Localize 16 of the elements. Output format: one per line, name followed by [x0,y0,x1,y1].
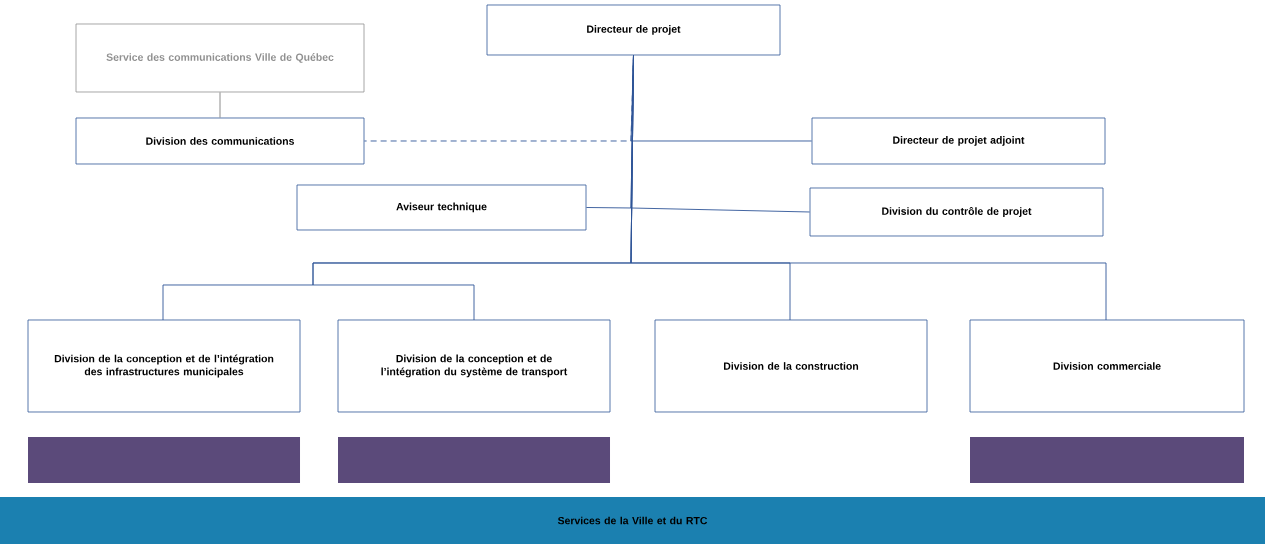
org-box: Division de la conception et de l’intégration des infrastructures municipales [27,319,301,413]
org-box: Division du contrôle de projet [809,187,1104,237]
org-box: Division de la construction [654,319,928,413]
bar [28,437,300,483]
connector [219,91,221,119]
org-box: Service des communications Ville de Québec [75,23,365,93]
org-box: Division des communications [75,117,365,165]
bar [970,437,1244,483]
org-box: Division commerciale [969,319,1245,413]
services-band: Services de la Ville et du RTC [0,497,1265,544]
org-box: Division de la conception et de l’intégration du système de transport [337,319,611,413]
org-box: Directeur de projet [486,4,781,56]
bar [338,437,610,483]
connector [630,54,1107,321]
org-box: Directeur de projet adjoint [811,117,1106,165]
org-box: Aviseur technique [296,184,587,231]
